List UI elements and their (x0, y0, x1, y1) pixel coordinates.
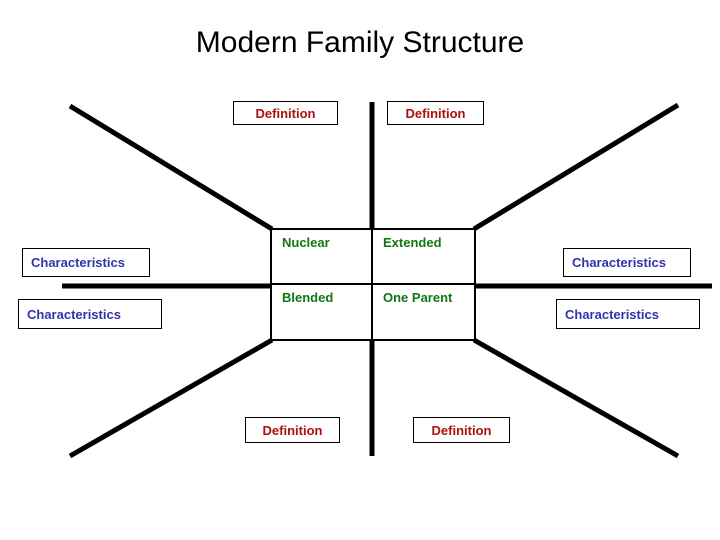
definition-box-top-right[interactable]: Definition (387, 101, 484, 125)
family-type-label: Blended (282, 289, 334, 305)
diagonal-upper-left (68, 103, 274, 232)
definition-label: Definition (255, 105, 316, 121)
characteristics-box-left-lower[interactable]: Characteristics (18, 299, 162, 329)
characteristics-box-left-upper[interactable]: Characteristics (22, 248, 150, 277)
characteristics-label: Characteristics (565, 306, 659, 322)
family-type-grid: Nuclear Extended Blended One Parent (270, 228, 476, 341)
characteristics-box-right-upper[interactable]: Characteristics (563, 248, 691, 277)
family-type-cell-one-parent[interactable]: One Parent (373, 284, 474, 339)
definition-box-top-left[interactable]: Definition (233, 101, 338, 125)
characteristics-label: Characteristics (27, 306, 121, 322)
definition-label: Definition (262, 422, 323, 438)
family-type-label: Extended (383, 235, 442, 250)
definition-label: Definition (405, 105, 466, 121)
family-type-cell-nuclear[interactable]: Nuclear (272, 230, 373, 285)
definition-box-bottom-left[interactable]: Definition (245, 417, 340, 443)
definition-box-bottom-right[interactable]: Definition (413, 417, 510, 443)
diagonal-lower-left (68, 337, 274, 459)
definition-label: Definition (431, 422, 492, 438)
characteristics-box-right-lower[interactable]: Characteristics (556, 299, 700, 329)
characteristics-label: Characteristics (31, 255, 125, 270)
family-type-label: Nuclear (282, 235, 330, 250)
family-type-cell-blended[interactable]: Blended (272, 284, 373, 339)
page-title: Modern Family Structure (195, 26, 525, 59)
characteristics-label: Characteristics (572, 255, 666, 270)
family-type-cell-extended[interactable]: Extended (373, 230, 474, 285)
diagonal-upper-right (472, 102, 680, 232)
diagonal-lower-right (472, 337, 680, 459)
family-type-label: One Parent (383, 289, 453, 305)
